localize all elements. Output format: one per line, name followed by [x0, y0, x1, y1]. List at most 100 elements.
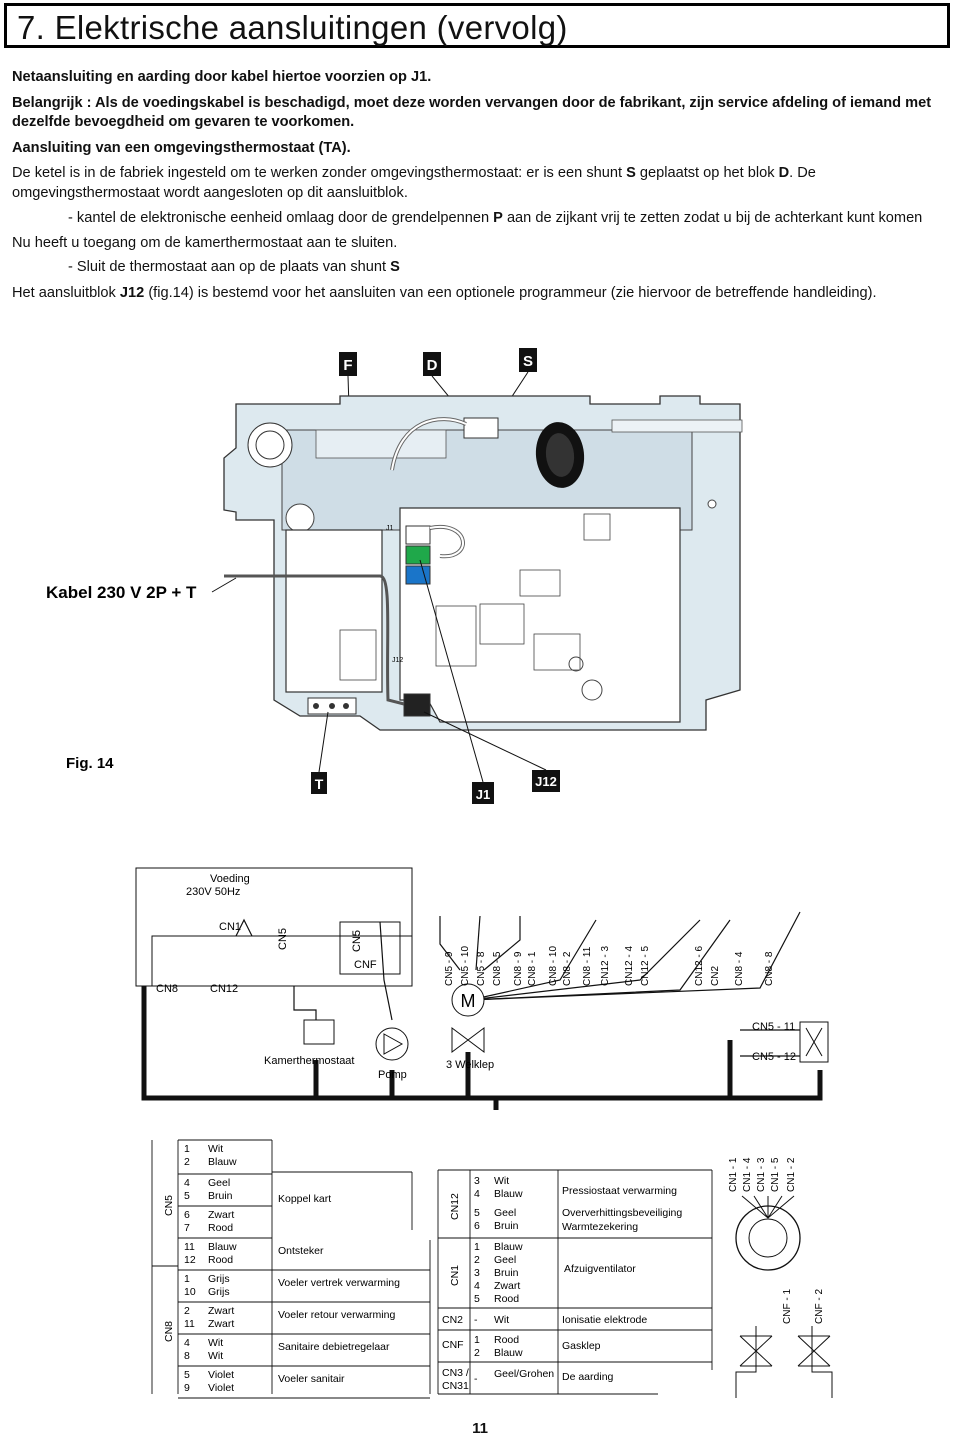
fan-pin-label: CN1 - 3	[756, 1157, 767, 1192]
svg-text:Pomp: Pomp	[378, 1069, 407, 1081]
component-label: Pressiostaat verwarming	[562, 1185, 677, 1197]
pin-label: CN5 - 10	[460, 946, 471, 986]
table-cell-text: Blauw	[494, 1188, 523, 1200]
pin-label: CN8 - 5	[492, 951, 503, 986]
table-cell-text: 11	[184, 1318, 195, 1330]
page-number: 11	[472, 1420, 488, 1437]
table-cell-text: 11	[184, 1241, 195, 1253]
callout-s: S	[519, 348, 537, 372]
component-label: Oververhittingsbeveiliging	[562, 1207, 682, 1219]
group-label: CN2	[442, 1314, 463, 1326]
table-cell-text: 3	[474, 1175, 480, 1187]
table-cell-text: 5	[184, 1190, 190, 1202]
table-cell-text: Wit	[494, 1175, 509, 1187]
group-label: CN31	[442, 1380, 469, 1392]
paragraph-tilt: - kantel de elektronische eenheid omlaag…	[68, 210, 923, 226]
callout-j1: J1	[472, 782, 494, 804]
table-cell-text: Wit	[208, 1143, 223, 1155]
fan-pin-label: CN1 - 1	[728, 1157, 739, 1192]
wiring-schematic: Voeding 230V 50Hz CN1 CN8 CN12 CN5 CN5 C…	[135, 867, 829, 1110]
table-cell-text: Bruin	[494, 1220, 519, 1232]
main-board-outline	[135, 867, 413, 987]
component-label: Koppel kart	[278, 1193, 331, 1205]
paragraph-j1: Netaansluiting en aarding door kabel hie…	[12, 69, 432, 85]
fan-pin-label: CN1 - 5	[770, 1157, 781, 1192]
table-cell-text: 2	[184, 1305, 190, 1317]
callout-f: F	[339, 352, 357, 376]
table-cell-text: Violet	[208, 1369, 234, 1381]
cable-label: Kabel 230 V 2P + T	[46, 583, 197, 602]
svg-text:Kamerthermostaat: Kamerthermostaat	[264, 1055, 354, 1067]
table-cell-text: Blauw	[208, 1241, 237, 1253]
table-cell-text: Zwart	[494, 1280, 520, 1292]
table-cell-text: 9	[184, 1382, 190, 1394]
table-cell-text: Bruin	[208, 1190, 233, 1202]
svg-text:3 Welklep: 3 Welklep	[446, 1059, 494, 1071]
fig-label: Fig. 14	[66, 755, 114, 772]
table-cell-text: Geel	[208, 1177, 230, 1189]
body-text: Netaansluiting en aarding door kabel hie…	[12, 68, 947, 303]
table-cell-text: Grijs	[208, 1273, 230, 1285]
table-cell-text: Grijs	[208, 1286, 230, 1298]
pin-label: CN12 - 4	[624, 946, 635, 986]
svg-text:F: F	[343, 357, 352, 374]
group-label: CNF	[442, 1339, 464, 1351]
svg-text:D: D	[427, 357, 438, 374]
table-cell-text: 4	[474, 1280, 480, 1292]
table-cell-text: Zwart	[208, 1209, 234, 1221]
table-cell-text: Wit	[208, 1350, 223, 1362]
cn5-label: CN5	[277, 928, 289, 950]
table-cell-text: 4	[474, 1188, 480, 1200]
pin-label: CN8 - 8	[764, 951, 775, 986]
table-cell-text: Wit	[208, 1337, 223, 1349]
group-label: CN5	[163, 1195, 175, 1216]
pin-label: CN12 - 5	[640, 946, 651, 986]
light-wiring	[235, 911, 801, 1057]
svg-text:J1: J1	[386, 525, 394, 532]
table-cell-text: Wit	[494, 1314, 509, 1326]
cn5-11-label: CN5 - 11	[752, 1021, 795, 1033]
group-label: CN8	[163, 1321, 175, 1342]
table-cell-text: Blauw	[494, 1347, 523, 1359]
table-cell-text: 2	[474, 1254, 480, 1266]
table-cell-text: 8	[184, 1350, 190, 1362]
paragraph-warning: Belangrijk : Als de voedingskabel is bes…	[12, 94, 932, 131]
table-cell-text: Rood	[208, 1254, 233, 1266]
pin-label: CN12 - 6	[694, 946, 705, 986]
pin-label: CN5 - 9	[444, 951, 455, 986]
table-cell-text: Blauw	[208, 1156, 237, 1168]
pin-label: CN8 - 1	[527, 951, 538, 986]
table-cell-text: Rood	[494, 1334, 519, 1346]
pin-label: CN8 - 4	[734, 951, 745, 986]
svg-text:S: S	[523, 353, 533, 370]
pin-label: CN5 - 8	[476, 951, 487, 986]
cn5b-label: CN5	[351, 930, 363, 952]
callout-d: D	[423, 352, 441, 376]
table-cell-text: -	[474, 1373, 478, 1385]
circuit-board: J1 J12	[285, 507, 681, 723]
section-title: 7. Elektrische aansluitingen (vervolg)	[17, 9, 568, 46]
component-label: Warmtezekering	[562, 1221, 638, 1233]
paragraph-j12: Het aansluitblok J12 (fig.14) is bestemd…	[12, 284, 877, 301]
table-cell-text: Blauw	[494, 1241, 523, 1253]
pump-symbol: Pomp	[375, 1027, 409, 1081]
table-cell-text: 1	[474, 1241, 480, 1253]
component-label: De aarding	[562, 1371, 614, 1383]
component-label: Ionisatie elektrode	[562, 1314, 647, 1326]
group-label: CN3 /	[442, 1367, 469, 1379]
pin-label: CN2	[710, 966, 721, 986]
table-cell-text: Zwart	[208, 1305, 234, 1317]
table-cell-text: 5	[184, 1369, 190, 1381]
table-cell-text: 6	[474, 1220, 480, 1232]
paragraph-connect: - Sluit de thermostaat aan op de plaats …	[68, 259, 400, 275]
cn5-12-label: CN5 - 12	[752, 1051, 796, 1063]
component-label: Voeler vertrek verwarming	[278, 1277, 400, 1289]
table-cell-text: 5	[474, 1207, 480, 1219]
svg-text:J12: J12	[535, 774, 557, 789]
table-cell-text: 1	[474, 1334, 480, 1346]
cn12-label: CN12	[210, 983, 238, 995]
